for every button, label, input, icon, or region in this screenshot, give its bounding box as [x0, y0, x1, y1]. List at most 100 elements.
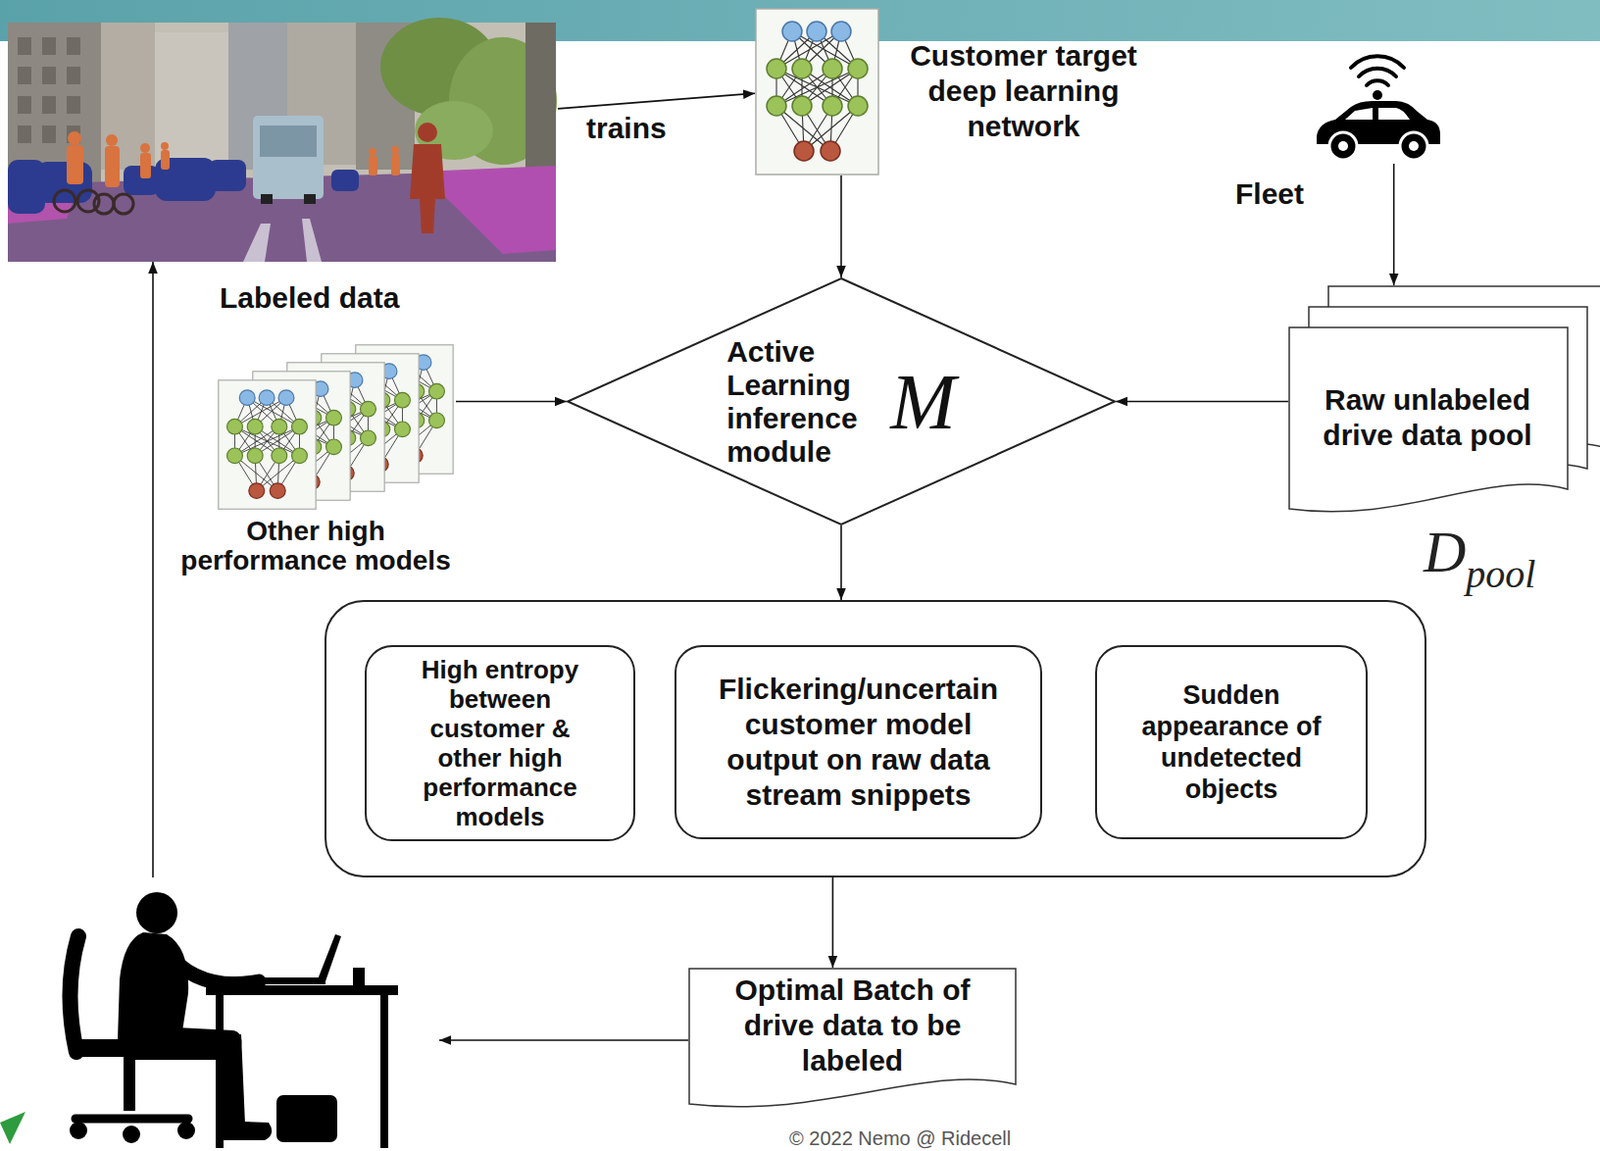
street-scene	[409, 144, 446, 234]
person-at-desk	[69, 936, 79, 1052]
edge-label: trains	[586, 111, 667, 146]
labeler-person	[41, 877, 440, 1151]
network-icon	[755, 8, 879, 175]
label-holder: Other high performance models	[168, 516, 463, 576]
labeled-data-image: Labeled data	[7, 22, 556, 262]
model-stack	[218, 345, 453, 509]
flow-arrow	[439, 1039, 689, 1042]
module-symbol: M	[890, 362, 956, 442]
person-at-desk	[136, 892, 178, 934]
person-at-desk	[69, 1121, 88, 1140]
label-holder: Fleet	[1235, 177, 1304, 211]
fleet-car	[1350, 55, 1404, 68]
criteria-group-box: High entropy between customer & other hi…	[324, 600, 1427, 878]
copyright-note: © 2022 Nemo @ Ridecell	[789, 1127, 1011, 1150]
decision-diamond: Active Learning inference moduleM	[566, 277, 1116, 526]
person-at-desk	[276, 1095, 338, 1143]
flow-arrow	[1115, 400, 1289, 403]
fleet-car	[1408, 141, 1419, 151]
flow-arrow	[151, 261, 154, 878]
person-at-desk	[249, 977, 326, 985]
street-scene	[7, 22, 556, 262]
criterion-text: Flickering/uncertain customer model outp…	[706, 671, 1011, 813]
street-scene	[94, 194, 114, 214]
data-pool-documents: Raw unlabeled drive data poolDpool	[1288, 285, 1600, 516]
document-text-holder: Optimal Batch of drive data to be labele…	[688, 967, 1017, 1084]
person-at-desk	[205, 985, 399, 996]
street-scene	[53, 190, 76, 212]
person-at-desk	[69, 892, 399, 1149]
street-scene	[67, 131, 82, 146]
street-scene	[391, 153, 400, 176]
street-scene	[160, 142, 169, 150]
street-scene	[368, 148, 377, 156]
person-at-desk	[75, 1114, 189, 1124]
person-at-desk	[164, 950, 259, 985]
street-scene	[105, 134, 118, 147]
network-icon: Customer target deep learning network	[754, 7, 880, 176]
person-at-desk	[122, 1125, 141, 1144]
street-scene	[104, 146, 120, 188]
flow-arrow	[840, 525, 843, 600]
street-scene	[409, 122, 446, 234]
label-holder: Customer target deep learning network	[896, 38, 1151, 145]
street-scene	[391, 146, 400, 154]
math-subscript: pool	[1465, 551, 1536, 597]
math-symbol: D	[1423, 519, 1466, 585]
pool-text-holder: Raw unlabeled drive data pool	[1288, 344, 1567, 492]
flow-arrow	[1393, 163, 1396, 286]
criterion-text: Sudden appearance of undetected objects	[1133, 679, 1330, 805]
models-label: Other high performance models	[168, 516, 463, 576]
street-scene	[42, 125, 56, 144]
person-at-desk	[352, 967, 365, 986]
document-outline	[689, 968, 1016, 1107]
math-symbol-holder: Dpool	[1423, 517, 1536, 609]
street-scene	[66, 96, 81, 114]
edge-label-holder: trains	[586, 111, 667, 146]
street-scene	[53, 190, 134, 214]
street-scene	[66, 66, 81, 85]
street-scene	[417, 122, 438, 143]
label-holder: © 2022 Nemo @ Ridecell	[789, 1127, 1011, 1150]
flow-arrow	[840, 175, 843, 278]
fleet-car	[1338, 141, 1349, 151]
person-at-desk	[123, 1056, 136, 1111]
fleet-car	[1345, 107, 1373, 120]
street-scene	[154, 32, 229, 165]
street-scene	[140, 152, 151, 179]
criterion-box: Flickering/uncertain customer model outp…	[674, 645, 1043, 840]
fleet-car	[1400, 132, 1428, 160]
street-scene	[252, 115, 324, 200]
corner-mark	[0, 1111, 26, 1145]
image-caption: Labeled data	[219, 281, 400, 315]
fleet-label: Fleet	[1235, 177, 1304, 211]
street-scene	[66, 145, 84, 185]
street-scene	[35, 161, 93, 203]
criterion-text: High entropy between customer & other hi…	[401, 654, 599, 832]
module-label: Active Learning inference module	[726, 335, 874, 469]
fleet-car	[1378, 107, 1410, 120]
model-stack	[218, 380, 316, 509]
output-document: Optimal Batch of drive data to be labele…	[688, 967, 1017, 1113]
street-scene	[260, 194, 273, 204]
fleet-car	[1372, 90, 1383, 100]
street-scene	[140, 143, 150, 153]
street-scene	[208, 159, 247, 192]
street-scene	[66, 131, 400, 188]
street-scene	[66, 37, 81, 55]
flow-arrow	[557, 93, 755, 109]
document-text: Optimal Batch of drive data to be labele…	[710, 972, 996, 1079]
person-at-desk	[380, 995, 389, 1149]
diamond-content: Active Learning inference moduleM	[566, 277, 1116, 526]
flow-arrow	[832, 877, 835, 968]
fleet-car	[1358, 68, 1397, 77]
diamond-outline	[567, 278, 1115, 525]
criterion-box: High entropy between customer & other hi…	[364, 645, 636, 842]
flow-arrow	[455, 400, 567, 403]
person-at-desk	[219, 1120, 272, 1141]
network-label: Customer target deep learning network	[896, 38, 1151, 145]
label-holder: Labeled data	[219, 281, 400, 315]
person-at-desk	[215, 995, 224, 1149]
street-scene	[243, 223, 271, 262]
